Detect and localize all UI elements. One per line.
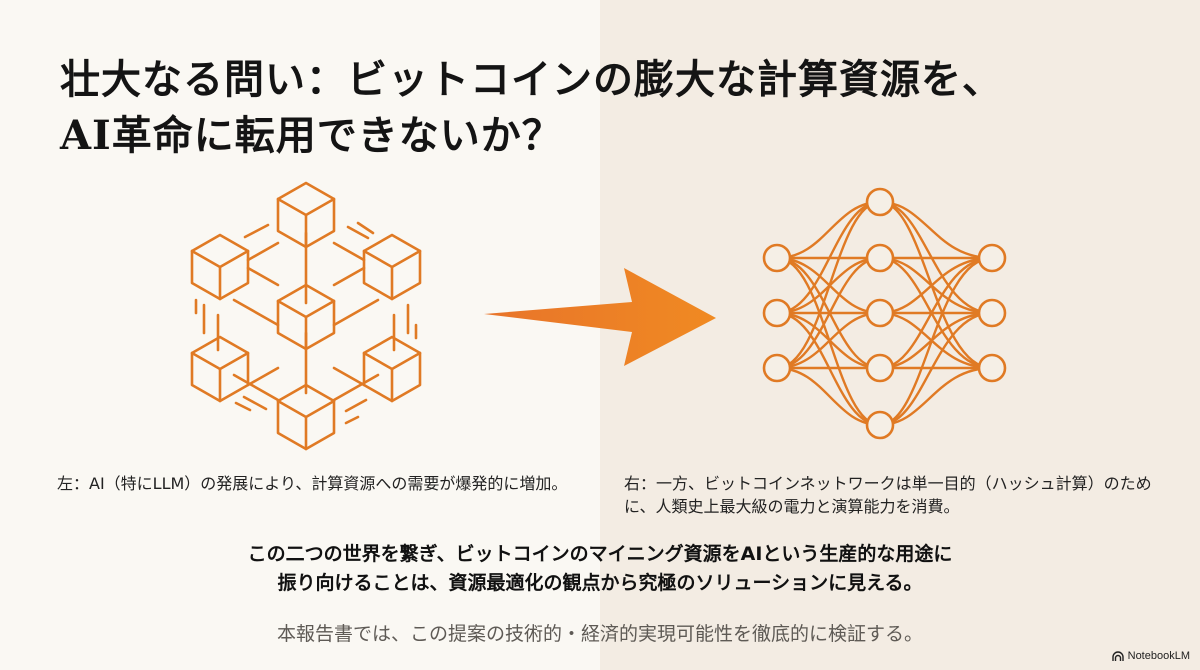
key-message: この二つの世界を繋ぎ、ビットコインのマイニング資源をAIという生産的な用途に 振… [150, 540, 1050, 598]
arrow-right-icon [480, 262, 720, 372]
blockchain-cubes-icon [170, 175, 450, 455]
title-line-2: AI革命に転用できないか？ [60, 112, 563, 159]
brand-name: NotebookLM [1127, 650, 1190, 662]
key-message-line-2: 振り向けることは、資源最適化の観点から究極のソリューションに見える。 [277, 572, 923, 594]
notebooklm-logo-icon [1111, 651, 1124, 661]
slide-title: 壮大なる問い：ビットコインの膨大な計算資源を、 AI革命に転用できないか？ [60, 52, 1160, 164]
brand-watermark: NotebookLM [1111, 650, 1190, 662]
neural-network-icon [745, 178, 1025, 448]
background-left-panel [0, 0, 600, 670]
caption-right: 右：一方、ビットコインネットワークは単一目的（ハッシュ計算）のために、人類史上最… [624, 474, 1152, 516]
title-line-1: 壮大なる問い：ビットコインの膨大な計算資源を、 [60, 56, 1003, 103]
caption-left: 左：AI（特にLLM）の発展により、計算資源への需要が爆発的に増加。 [57, 474, 568, 493]
background-right-panel [600, 0, 1200, 670]
key-message-line-1: この二つの世界を繋ぎ、ビットコインのマイニング資源をAIという生産的な用途に [247, 543, 953, 565]
footer-statement: 本報告書では、この提案の技術的・経済的実現可能性を徹底的に検証する。 [276, 623, 923, 645]
